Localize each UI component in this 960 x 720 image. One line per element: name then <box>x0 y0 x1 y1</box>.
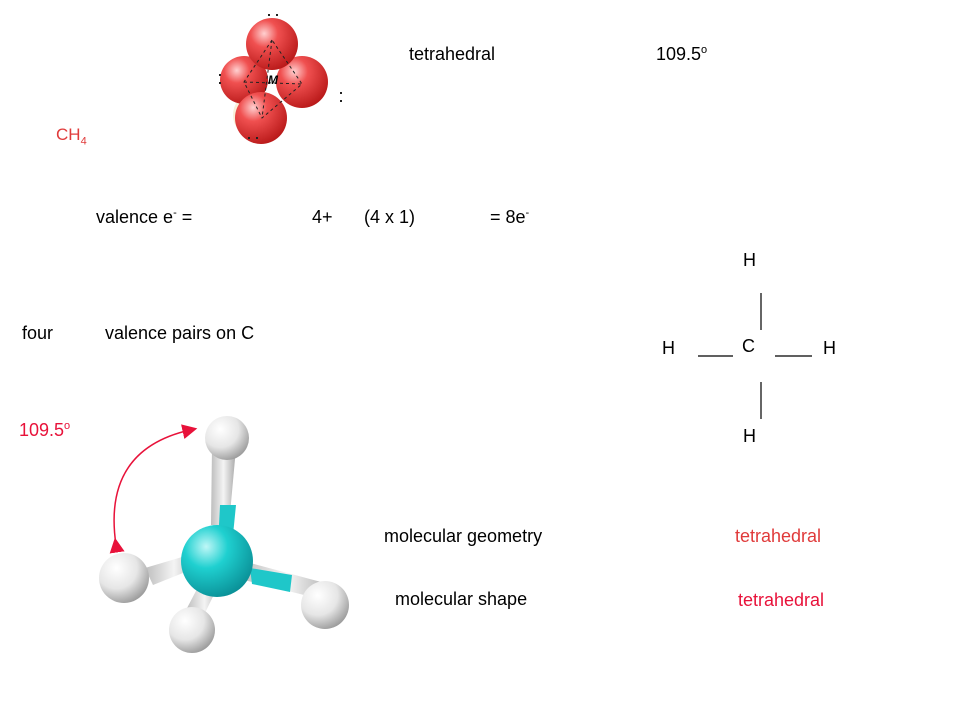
bond-angle-value: 109.5 <box>19 420 65 440</box>
top-angle-unit: o <box>701 44 708 56</box>
lewis-h-bottom: H <box>743 426 756 446</box>
top-angle: 109.5o <box>656 44 708 64</box>
formula-subscript: 4 <box>80 135 87 148</box>
valence-label-text: valence e <box>96 207 174 227</box>
valence-hydrogen: (4 x 1) <box>364 207 416 227</box>
bond-angle-unit: o <box>64 420 71 432</box>
bond-angle-arrow <box>109 424 198 554</box>
molecular-shape-value: tetrahedral <box>738 590 825 610</box>
valence-total: = 8e- <box>490 207 530 227</box>
valence-label-sup: - <box>173 207 177 219</box>
lewis-c-center: C <box>742 336 755 356</box>
valence-equals: = <box>181 207 193 227</box>
molecular-geometry-value: tetrahedral <box>735 526 822 546</box>
orbital-lobes <box>219 14 342 144</box>
valence-total-text: = 8e <box>490 207 526 227</box>
methane-ball-stick-model <box>99 416 349 653</box>
lewis-bonds <box>698 293 812 419</box>
top-angle-value: 109.5 <box>656 44 702 64</box>
shape-title: tetrahedral <box>409 44 496 64</box>
formula-base: CH <box>56 125 81 144</box>
pair-count: four <box>22 323 54 343</box>
lewis-h-left: H <box>662 338 675 358</box>
valence-carbon: 4+ <box>312 207 333 227</box>
molecular-shape-label: molecular shape <box>395 589 528 609</box>
molecular-geometry-label: molecular geometry <box>384 526 543 546</box>
valence-total-sup: - <box>525 207 530 219</box>
pair-text: valence pairs on C <box>105 323 255 343</box>
lewis-h-top: H <box>743 250 756 270</box>
valence-label: valence e- = <box>96 207 193 227</box>
lewis-h-right: H <box>823 338 836 358</box>
orbital-center-label: M <box>268 73 278 87</box>
bond-angle-label: 109.5o <box>19 420 71 440</box>
molecular-formula: CH4 <box>56 125 87 147</box>
